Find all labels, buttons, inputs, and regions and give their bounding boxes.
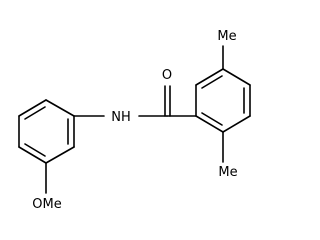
amide-nh-label: NH: [111, 110, 131, 125]
ring-bond: [18, 99, 47, 117]
methyl-right-label: Me: [218, 165, 237, 180]
ring-bond: [45, 99, 75, 117]
ring-double-bond: [201, 112, 223, 126]
chemical-structure-diagram: O NH OMe Me Me: [18, 29, 251, 212]
carbonyl-oxygen-label: O: [162, 68, 172, 83]
methoxyphenyl-ring: [18, 99, 75, 164]
methoxy-label: OMe: [32, 197, 61, 212]
dimethylphenyl-ring: [195, 68, 251, 133]
ring-double-bond: [24, 143, 46, 157]
ring-bond: [195, 68, 224, 86]
ring-bond: [45, 146, 75, 164]
ring-bond: [222, 68, 251, 86]
ring-bond: [222, 115, 251, 133]
methyl-top-label: Me: [217, 29, 236, 44]
ring-bond: [18, 146, 47, 164]
ring-double-bond: [201, 75, 223, 89]
ring-double-bond: [24, 106, 46, 120]
ring-bond: [195, 115, 224, 133]
